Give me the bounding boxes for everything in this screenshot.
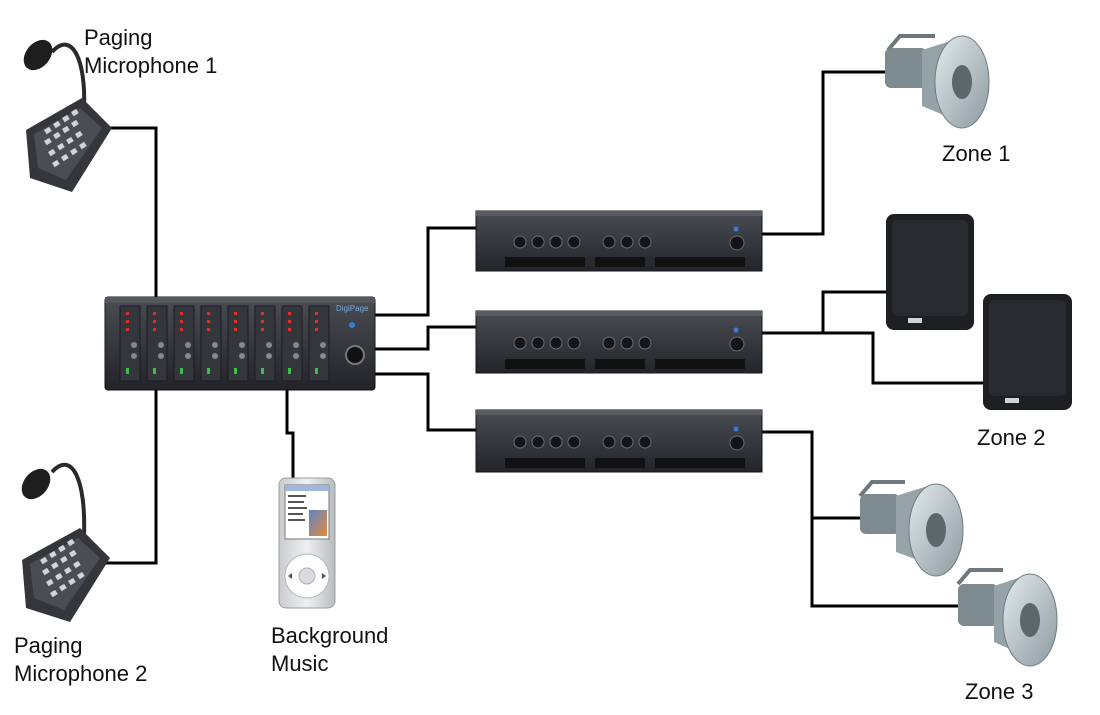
cable-amp2-to-zone2a (762, 290, 886, 335)
cable-amp2-to-zone2b (823, 331, 983, 385)
mixer-channel-3 (173, 305, 195, 382)
mic2-keypad (39, 538, 85, 598)
mic2-head (21, 468, 51, 500)
cable-mixer-to-amp2 (375, 325, 476, 351)
mixer-channel-8 (308, 305, 330, 382)
mic1-head (23, 39, 53, 71)
player-center-button (298, 567, 316, 585)
mixer-master-knob (345, 345, 365, 365)
label-line: Paging (84, 25, 153, 50)
mixer-channel-7 (281, 305, 303, 382)
amplifier-1 (475, 210, 763, 272)
zone1-horn-speaker (885, 34, 990, 129)
amplifier-2 (475, 310, 763, 374)
mixer-channel-1 (119, 305, 141, 382)
paging-mixer: DigiPage (104, 296, 376, 391)
label-zone-3: Zone 3 (965, 679, 1034, 704)
label-line: Microphone 1 (84, 53, 218, 78)
label-line: Background (271, 623, 389, 648)
label-background-music: Background Music (271, 622, 388, 678)
cable-music-to-mixer (285, 390, 295, 478)
mixer-channel-2 (146, 305, 168, 382)
label-zone-2: Zone 2 (977, 425, 1046, 450)
mixer-brand-logo: DigiPage (336, 304, 369, 313)
mic2-gooseneck (50, 462, 87, 536)
mixer-channel-strips (119, 305, 330, 382)
cable-amp1-to-zone1 (762, 70, 890, 236)
mic1-gooseneck (50, 42, 87, 109)
zone3-horn-speaker-1 (858, 480, 964, 577)
mixer-channel-5 (227, 305, 249, 382)
zone3-horn-speaker-2 (956, 568, 1058, 667)
cable-mixer-to-amp3 (375, 372, 476, 432)
mixer-channel-4 (200, 305, 222, 382)
cable-mic2-to-mixer (100, 390, 158, 565)
label-zone-1: Zone 1 (942, 141, 1011, 166)
mixer-channel-6 (254, 305, 276, 382)
label-line: Microphone 2 (14, 661, 148, 686)
mic1-keypad (44, 108, 87, 168)
background-music-player (278, 477, 336, 609)
mixer-power-led (349, 322, 355, 328)
amplifier-3 (475, 409, 763, 473)
cables (100, 70, 983, 608)
paging-microphone-1 (23, 39, 112, 192)
label-paging-microphone-2: Paging Microphone 2 (14, 632, 147, 688)
cable-mixer-to-amp1 (375, 226, 476, 317)
zone2-speaker-1 (886, 214, 974, 330)
label-line: Music (271, 651, 329, 676)
zone2-speaker-2 (983, 294, 1072, 410)
label-line: Paging (14, 633, 83, 658)
paging-microphone-2 (21, 462, 110, 622)
label-paging-microphone-1: Paging Microphone 1 (84, 24, 217, 80)
cable-mic1-to-mixer (100, 126, 158, 297)
